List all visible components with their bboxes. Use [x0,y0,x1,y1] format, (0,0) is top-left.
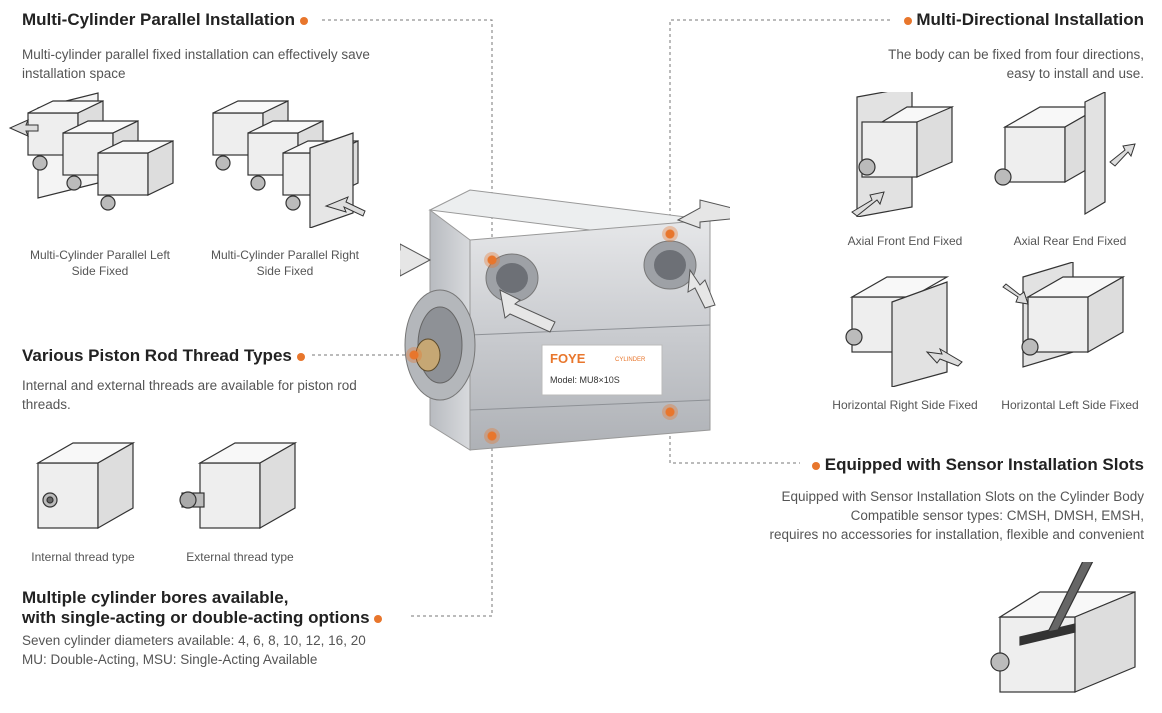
accent-dot [299,16,308,25]
accent-dot [296,352,305,361]
sensor-line3: requires no accessories for installation… [769,527,1144,542]
axial-rear-illustration [994,92,1136,216]
bores-line2: MU: Double-Acting, MSU: Single-Acting Av… [22,652,318,667]
bores-title: Multiple cylinder bores available, with … [22,588,383,628]
horizontal-right-illustration [845,276,963,387]
bores-title-line2: with single-acting or double-acting opti… [22,608,370,627]
cylinder-product-photo: FOYE CYLINDER Model: MU8×10S [400,189,730,451]
label-brand: FOYE [550,351,586,366]
axial-front-illustration [851,92,955,217]
caption-parallel-left: Multi-Cylinder Parallel Left Side Fixed [29,248,171,278]
internal-thread-illustration [35,441,136,530]
accent-dot [374,614,383,623]
parallel-left-illustration [8,92,174,211]
sensor-title: Equipped with Sensor Installation Slots [812,455,1144,475]
caption-external-thread: External thread type [186,550,294,564]
hotspot-bores[interactable] [484,428,500,444]
caption-horizontal-left: Horizontal Left Side Fixed [1001,398,1139,412]
parallel-description: Multi-cylinder parallel fixed installati… [22,47,370,81]
thread-description: Internal and external threads are availa… [22,378,357,412]
caption-axial-rear: Axial Rear End Fixed [1013,234,1127,248]
sensor-description: Equipped with Sensor Installation Slots … [624,487,1144,544]
caption-horizontal-right: Horizontal Right Side Fixed [832,398,978,412]
sensor-line2: Compatible sensor types: CMSH, DMSH, EMS… [850,508,1144,523]
external-thread-illustration [179,441,298,530]
parallel-right-illustration [212,100,366,228]
horizontal-left-illustration [1002,262,1126,368]
hotspot-directional[interactable] [662,226,678,242]
parallel-title: Multi-Cylinder Parallel Installation [22,10,308,30]
caption-parallel-right: Multi-Cylinder Parallel Right Side Fixed [210,248,360,278]
hotspot-sensor[interactable] [662,404,678,420]
label-tag: CYLINDER [615,357,646,363]
accent-dot [812,461,821,470]
hotspot-thread[interactable] [406,347,422,363]
directional-title: Multi-Directional Installation [903,10,1144,30]
directional-description: The body can be fixed from four directio… [744,45,1144,83]
label-model: Model: MU8×10S [550,375,620,385]
accent-dot [903,16,912,25]
caption-axial-front: Axial Front End Fixed [847,234,963,248]
bores-line1: Seven cylinder diameters available: 4, 6… [22,633,366,648]
sensor-line1: Equipped with Sensor Installation Slots … [781,489,1144,504]
directional-desc-line1: The body can be fixed from four directio… [888,47,1144,62]
bores-title-line1: Multiple cylinder bores available, [22,588,289,607]
directional-desc-line2: easy to install and use. [1006,66,1144,81]
thread-title: Various Piston Rod Thread Types [22,346,305,366]
caption-internal-thread: Internal thread type [31,550,135,564]
bores-description: Seven cylinder diameters available: 4, 6… [22,631,472,669]
sensor-illustration [990,562,1136,693]
hotspot-parallel[interactable] [484,252,500,268]
